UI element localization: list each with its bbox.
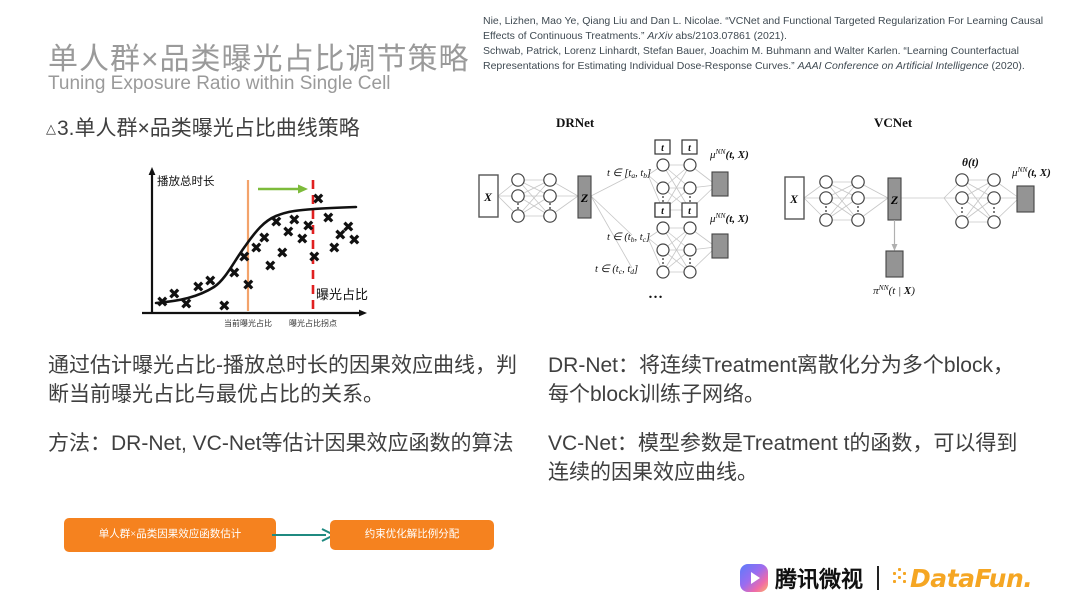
paragraph-right-1: DR-Net：将连续Treatment离散化分为多个block，每个block训… <box>548 354 1014 406</box>
svg-text:✖: ✖ <box>238 248 251 266</box>
drnet-t-boxes: t t <box>654 139 698 218</box>
svg-text:X: X <box>483 190 493 204</box>
exposure-response-chart: ✖✖ ✖✖ ✖✖ ✖✖ ✖✖ ✖✖ ✖✖ ✖✖ ✖✖ ✖✖ ✖✖ ✖✖ ✖ 播放… <box>130 165 410 340</box>
section-heading: △3.单人群×品类曝光占比曲线策略 <box>46 112 360 142</box>
svg-text:t ∈ [ta, tb]: t ∈ [ta, tb] <box>607 168 651 180</box>
svg-text:✖: ✖ <box>288 211 301 229</box>
svg-text:✖: ✖ <box>192 278 205 296</box>
improvement-arrow-icon <box>258 184 308 194</box>
scatter-points: ✖✖ ✖✖ ✖✖ ✖✖ ✖✖ ✖✖ ✖✖ ✖✖ ✖✖ ✖✖ ✖✖ ✖✖ ✖ <box>156 190 361 315</box>
drnet-output-2 <box>711 233 729 259</box>
svg-text:✖: ✖ <box>308 248 321 266</box>
drnet-title: DRNet <box>556 115 595 130</box>
chart-ylabel: 播放总时长 <box>157 174 215 188</box>
paragraph-left-2: 方法：DR-Net, VC-Net等估计因果效应函数的算法 <box>48 432 514 455</box>
svg-text:✖: ✖ <box>250 239 263 257</box>
svg-text:…: … <box>648 286 663 302</box>
citation-1-text-b: abs/2103.07861 (2021). <box>672 29 787 42</box>
logo-divider <box>877 566 880 590</box>
current-ratio-label: 当前曝光占比 <box>224 318 272 328</box>
svg-text:✖: ✖ <box>334 226 347 244</box>
svg-text:t ∈ (tb, tc]: t ∈ (tb, tc] <box>607 232 650 244</box>
causal-effect-curve <box>154 205 358 305</box>
svg-text:✖: ✖ <box>328 239 341 257</box>
svg-text:✖: ✖ <box>218 297 231 315</box>
drnet-t-boxes-lower: t t <box>654 202 698 218</box>
svg-text:t: t <box>661 143 665 154</box>
svg-text:✖: ✖ <box>276 244 289 262</box>
citation-2-text-b: (2020). <box>988 59 1025 72</box>
flow-box-allocation[interactable]: 约束优化解比例分配 <box>330 520 494 550</box>
drnet-output-1 <box>711 171 729 197</box>
citation-block: Nie, Lizhen, Mao Ye, Qiang Liu and Dan L… <box>483 14 1077 74</box>
page-title: 单人群×品类曝光占比调节策略 <box>48 43 470 76</box>
optimal-ratio-label: 曝光占比拐点 <box>289 318 337 328</box>
vcnet-latent-z <box>887 177 902 221</box>
chart-axes <box>142 167 367 317</box>
svg-text:✖: ✖ <box>312 190 325 208</box>
svg-text:✖: ✖ <box>264 257 277 275</box>
datafun-label: DataFun. <box>910 563 1033 593</box>
svg-text:✖: ✖ <box>302 217 315 235</box>
svg-text:✖: ✖ <box>204 272 217 290</box>
svg-text:✖: ✖ <box>322 209 335 227</box>
svg-text:t ∈ (tc, td]: t ∈ (tc, td] <box>595 264 638 276</box>
drnet-latent-z <box>577 175 592 219</box>
svg-text:✖: ✖ <box>270 213 283 231</box>
svg-text:t: t <box>688 206 692 217</box>
svg-text:Z: Z <box>580 191 589 205</box>
drnet-input-box <box>478 174 499 218</box>
svg-text:Z: Z <box>890 193 899 207</box>
svg-text:✖: ✖ <box>348 231 361 249</box>
svg-text:✖: ✖ <box>296 230 309 248</box>
svg-text:πNN(t | X): πNN(t | X) <box>873 283 915 297</box>
svg-text:✖: ✖ <box>242 276 255 294</box>
svg-text:✖: ✖ <box>156 293 169 311</box>
tencent-weishi-label: 腾讯微视 <box>775 567 864 592</box>
citation-2-venue: AAAI Conference on Artificial Intelligen… <box>797 59 989 72</box>
svg-text:✖: ✖ <box>342 218 355 236</box>
section-heading-label: 3.单人群×品类曝光占比曲线策略 <box>57 117 360 140</box>
svg-text:t: t <box>688 143 692 154</box>
vcnet-theta-label: θ(t) <box>962 157 979 169</box>
citation-1-venue: ArXiv <box>647 29 673 42</box>
svg-text:✖: ✖ <box>168 285 181 303</box>
svg-text:μNN(t, X): μNN(t, X) <box>709 147 749 161</box>
citation-1-text-a: Nie, Lizhen, Mao Ye, Qiang Liu and Dan L… <box>483 15 1044 42</box>
svg-text:μNN(t, X): μNN(t, X) <box>1011 165 1051 179</box>
paragraph-left-1: 通过估计曝光占比-播放总时长的因果效应曲线，判断当前曝光占比与最优占比的关系。 <box>48 354 517 406</box>
svg-text:✖: ✖ <box>180 295 193 313</box>
datafun-logo: DataFun. <box>893 563 1033 593</box>
vcnet-title: VCNet <box>874 115 913 130</box>
vcnet-propensity-output <box>885 250 904 278</box>
vcnet-output-box <box>1016 185 1035 213</box>
chart-xlabel: 曝光占比 <box>316 287 368 302</box>
play-icon <box>740 564 768 592</box>
svg-text:✖: ✖ <box>282 223 295 241</box>
svg-text:✖: ✖ <box>228 264 241 282</box>
svg-text:✖: ✖ <box>258 229 271 247</box>
vcnet-input-box <box>784 176 805 220</box>
triangle-bullet-icon: △ <box>46 121 56 136</box>
citation-2-text-a: Schwab, Patrick, Lorenz Linhardt, Stefan… <box>483 44 1019 72</box>
svg-text:μNN(t, X): μNN(t, X) <box>709 211 749 225</box>
logo-bar: 腾讯微视 DataFun. <box>740 560 1033 596</box>
page-subtitle: Tuning Exposure Ratio within Single Cell <box>48 73 391 94</box>
datafun-dots-icon <box>893 568 909 588</box>
flow-box-causal-estimation[interactable]: 单人群×品类因果效应函数估计 <box>64 518 276 552</box>
tencent-weishi-logo: 腾讯微视 <box>740 562 863 594</box>
svg-text:t: t <box>661 206 665 217</box>
svg-text:X: X <box>789 192 799 206</box>
paragraph-right-2: VC-Net：模型参数是Treatment t的函数，可以得到连续的因果效应曲线… <box>548 432 1018 484</box>
